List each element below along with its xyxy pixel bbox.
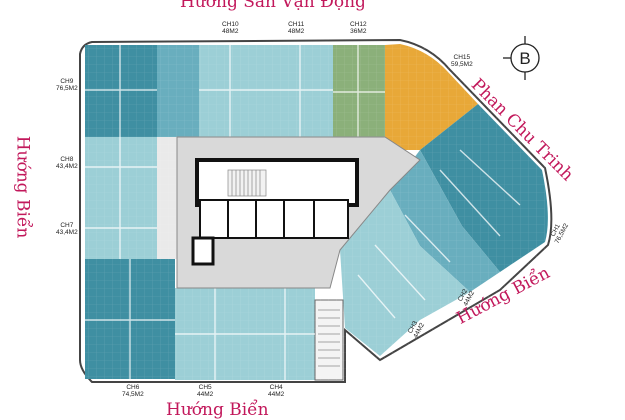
direction-top: Hướng Sân Vận Động	[180, 0, 366, 12]
compass-icon: B	[503, 36, 540, 80]
corridor-left	[157, 137, 177, 259]
direction-left: Hướng Biển	[12, 135, 33, 239]
stair-top	[227, 169, 267, 197]
direction-bottom: Hướng Biển	[166, 400, 269, 420]
unit-ch10-b	[199, 45, 267, 137]
unit-ch10	[157, 45, 199, 137]
unit-ch12	[333, 45, 385, 137]
unit-ch9	[85, 45, 157, 137]
stair-bottom-steps	[318, 309, 340, 367]
compass-letter: B	[519, 49, 530, 68]
stair-bottom	[314, 299, 344, 381]
elevator-core	[191, 158, 359, 266]
